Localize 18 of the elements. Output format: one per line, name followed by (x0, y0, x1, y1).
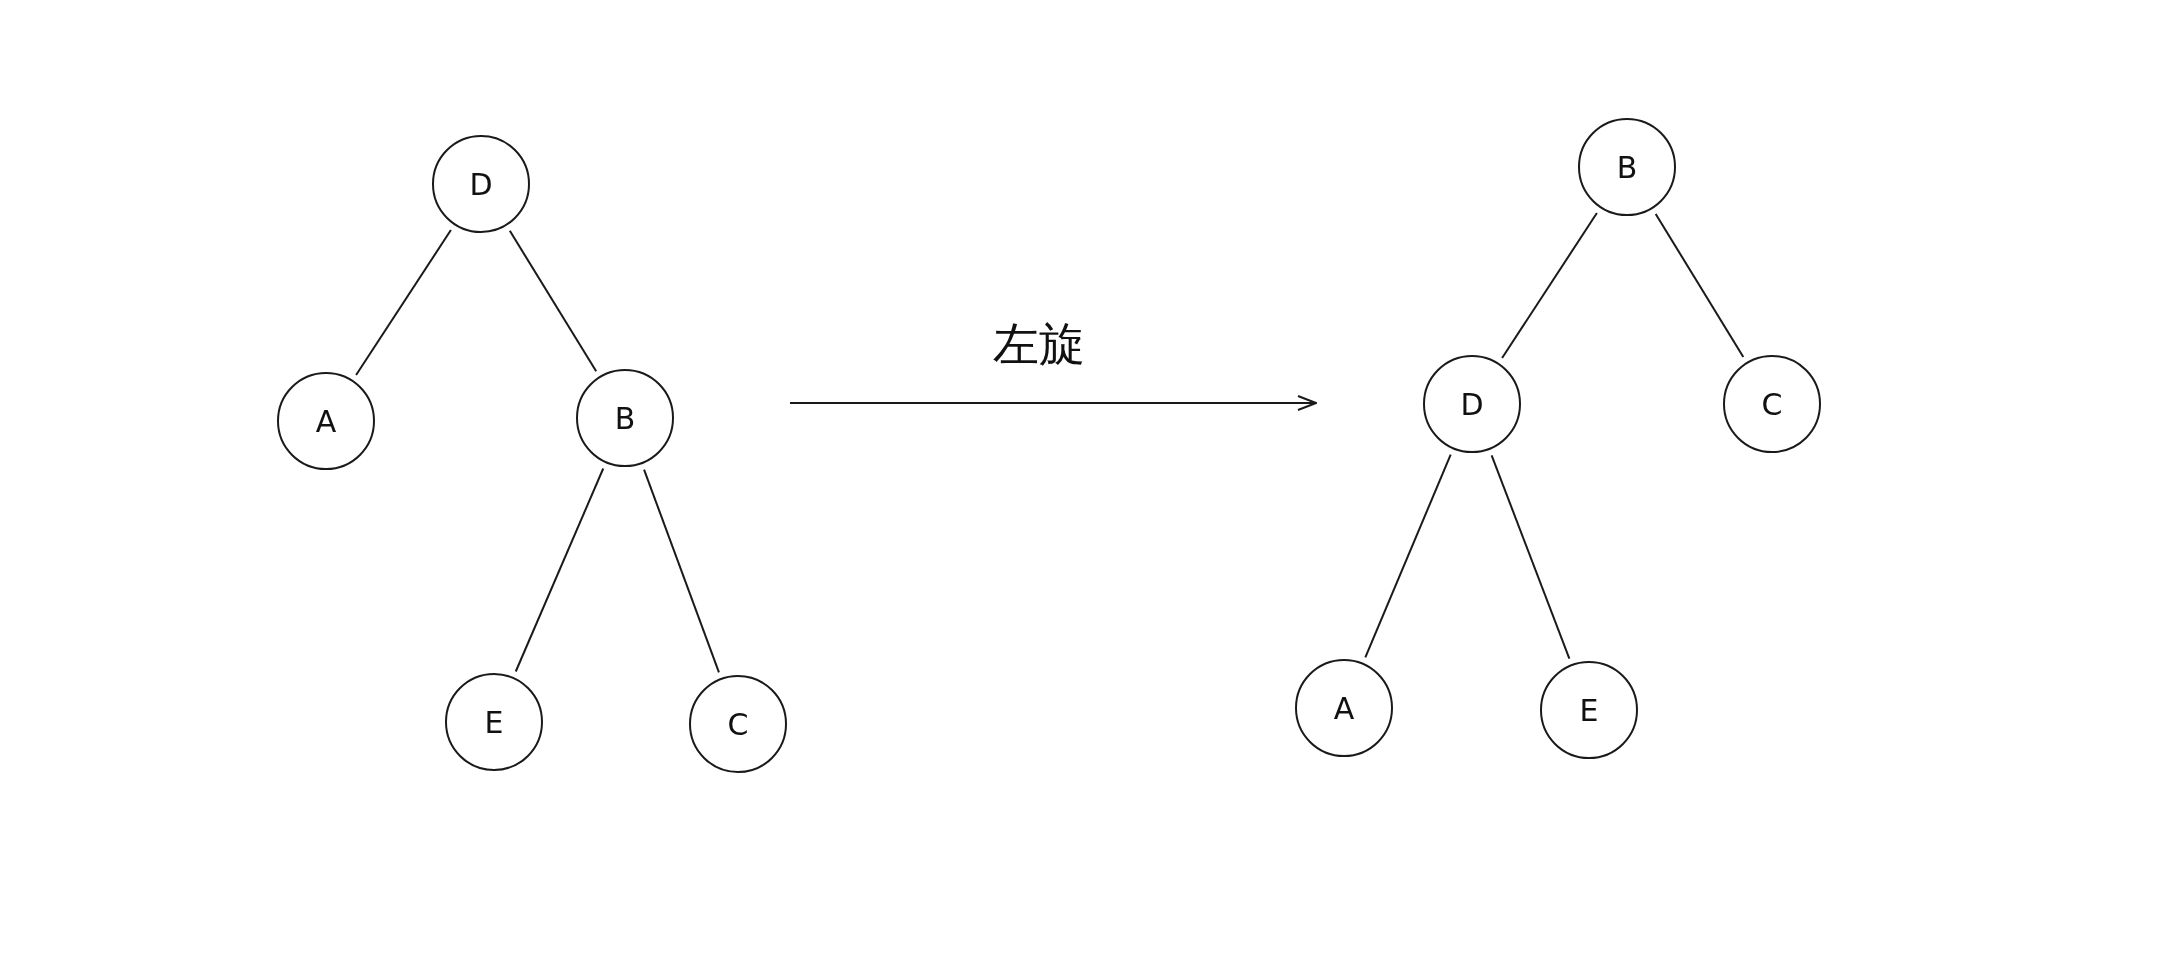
node-letter: E (484, 704, 504, 740)
connector-line (643, 468, 720, 674)
connector-line (1364, 453, 1452, 659)
node-letter: E (1579, 692, 1599, 728)
node-letter: B (1616, 149, 1638, 185)
node-letter: C (727, 706, 749, 742)
connector-line (355, 229, 452, 376)
node-letter: B (614, 400, 636, 436)
node-letter: C (1761, 386, 1783, 422)
connector-line (1501, 212, 1598, 359)
connector-line (1490, 454, 1571, 660)
connector-line (514, 467, 605, 673)
node-letter: D (1460, 386, 1484, 422)
connector-line (1654, 212, 1745, 359)
connector-line (508, 229, 598, 373)
node-letter: D (469, 166, 493, 202)
node-letter: A (1333, 690, 1355, 726)
node-letter: A (315, 403, 337, 439)
